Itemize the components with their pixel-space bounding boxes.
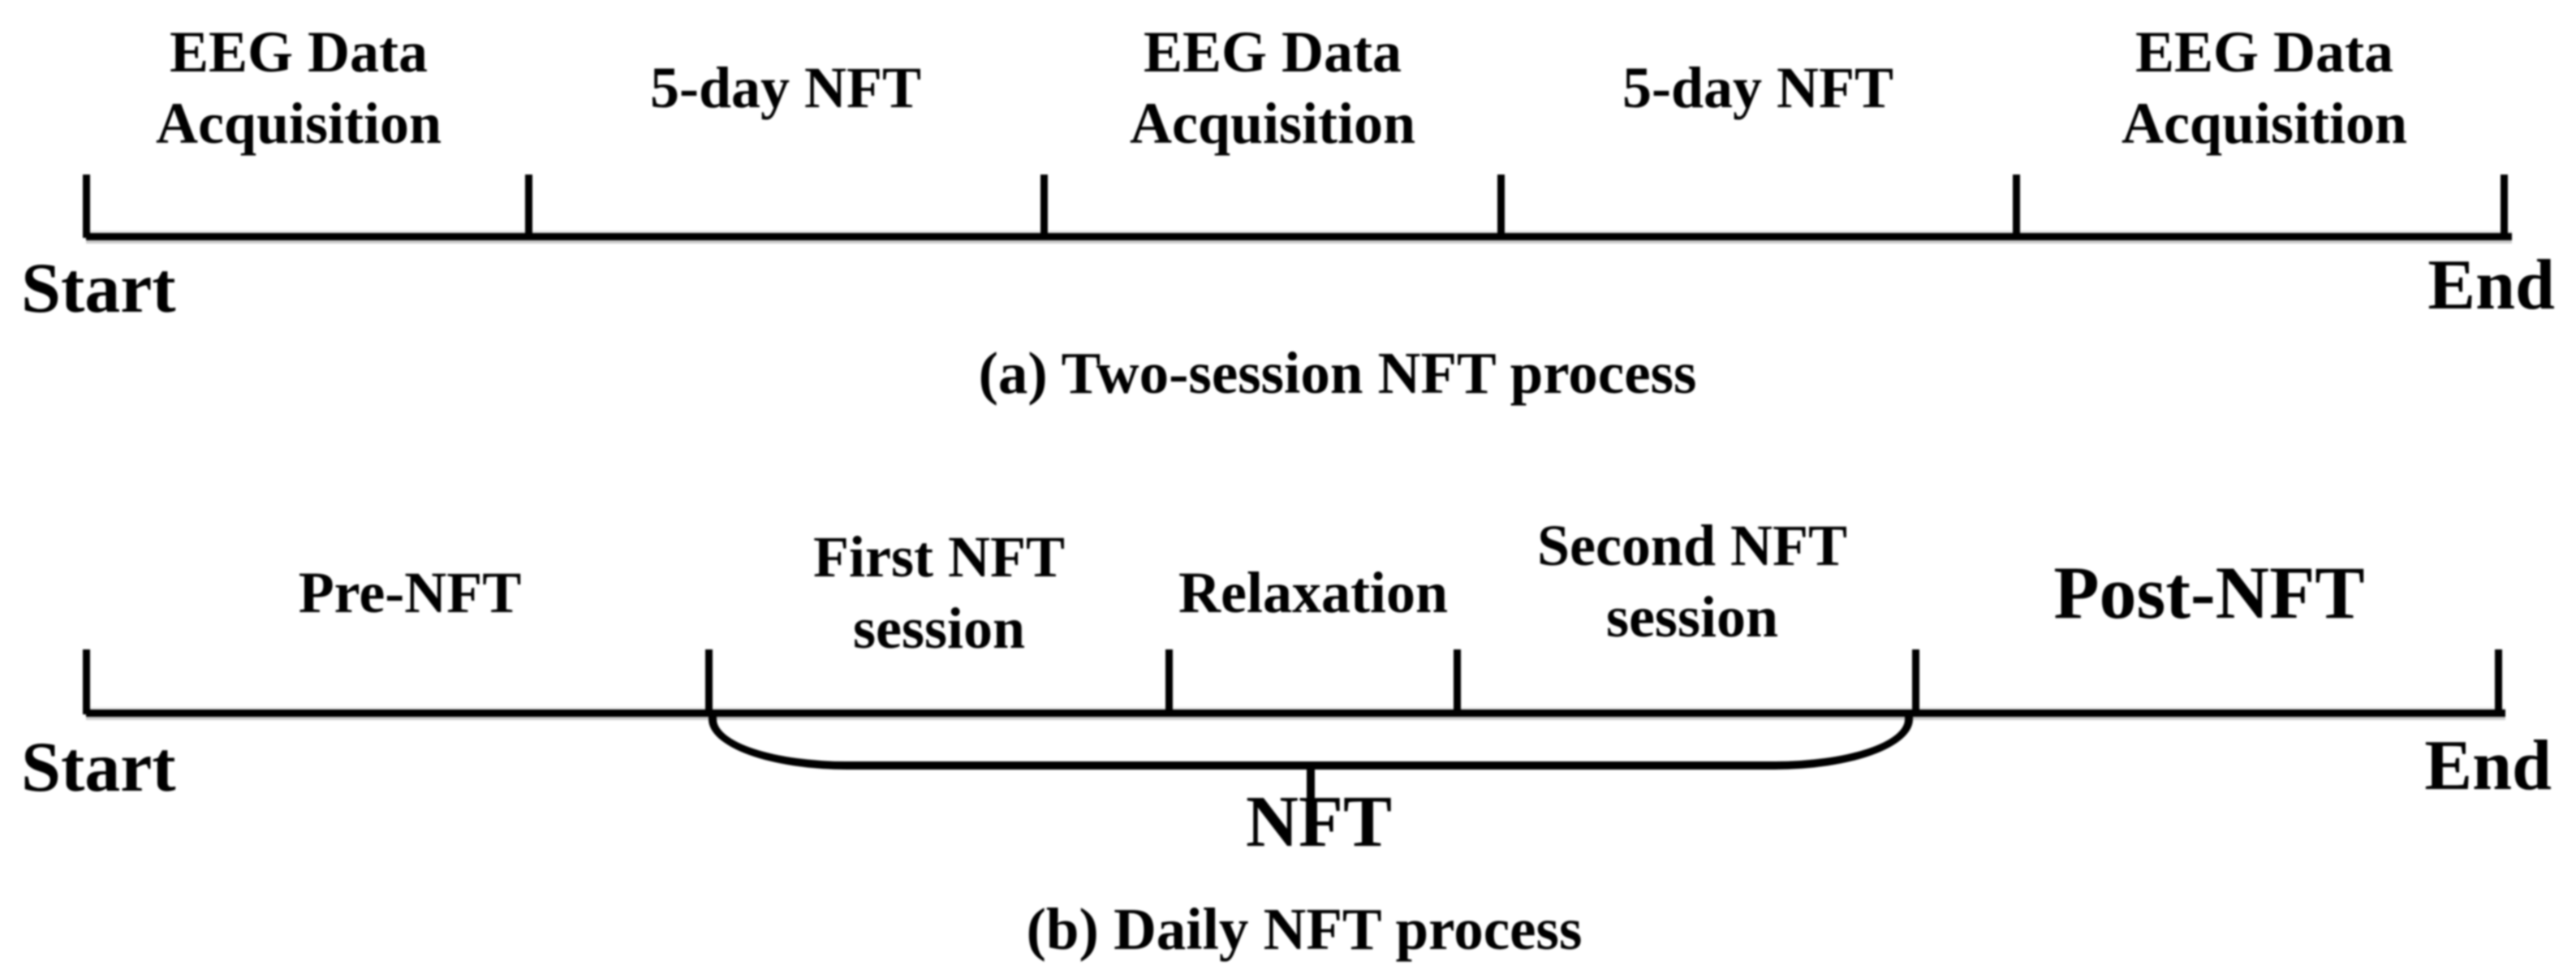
timeline-b-line bbox=[86, 709, 2505, 717]
segment-label-post-nft: Post-NFT bbox=[2053, 551, 2365, 634]
tick-mark bbox=[83, 175, 90, 238]
segment-label-5day-nft-2: 5-day NFT bbox=[1622, 55, 1894, 120]
nft-group-brace-pointer bbox=[1307, 766, 1315, 804]
segment-label-relaxation: Relaxation bbox=[1178, 560, 1448, 625]
panel-b: Pre-NFT First NFT session Relaxation Sec… bbox=[0, 455, 2576, 979]
segment-label-second-nft-session: Second NFT session bbox=[1536, 513, 1848, 649]
nft-group-brace bbox=[709, 713, 1913, 770]
tick-mark bbox=[1040, 175, 1048, 238]
tick-mark bbox=[1497, 175, 1505, 238]
nft-group-label: NFT bbox=[1246, 782, 1392, 862]
segment-label-first-nft-session: First NFT session bbox=[813, 524, 1065, 661]
segment-label-eeg-acquisition-1: EEG Data Acquisition bbox=[155, 19, 442, 156]
tick-mark bbox=[83, 649, 90, 714]
timeline-a-start-label: Start bbox=[21, 249, 176, 328]
tick-mark bbox=[525, 175, 532, 238]
panel-b-caption: (b) Daily NFT process bbox=[1026, 896, 1583, 962]
panel-a-caption: (a) Two-session NFT process bbox=[978, 340, 1697, 406]
tick-mark bbox=[2013, 175, 2020, 238]
tick-mark bbox=[1454, 649, 1461, 714]
tick-mark bbox=[2495, 649, 2502, 714]
segment-label-pre-nft: Pre-NFT bbox=[298, 560, 522, 625]
tick-mark bbox=[1165, 649, 1173, 714]
tick-mark bbox=[1912, 649, 1919, 714]
tick-mark bbox=[2501, 175, 2508, 238]
segment-label-5day-nft-1: 5-day NFT bbox=[649, 55, 922, 120]
timeline-a-end-label: End bbox=[2427, 246, 2555, 325]
timeline-b-start-label: Start bbox=[21, 728, 176, 807]
timeline-b-end-label: End bbox=[2424, 727, 2552, 805]
timeline-a-line bbox=[86, 233, 2512, 240]
tick-mark bbox=[705, 649, 713, 714]
panel-a: EEG Data Acquisition 5-day NFT EEG Data … bbox=[0, 0, 2576, 455]
segment-label-eeg-acquisition-2: EEG Data Acquisition bbox=[1129, 19, 1416, 156]
segment-label-eeg-acquisition-3: EEG Data Acquisition bbox=[2121, 19, 2408, 156]
